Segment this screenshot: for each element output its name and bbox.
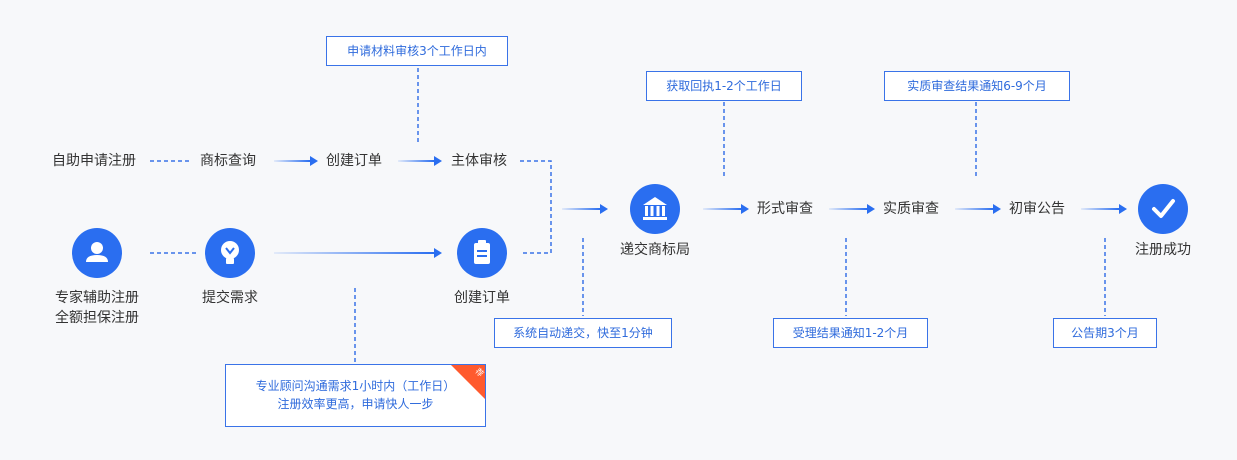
arrow-order-to-entity: [398, 160, 434, 162]
arrow-formal-to-substantive: [829, 208, 867, 210]
arrow-merge-to-office: [562, 208, 600, 210]
step-create-order-bottom: 创建订单: [454, 290, 510, 306]
arrow-substantive-to-announce: [955, 208, 993, 210]
note-auto-submit: 系统自动递交，快至1分钟: [494, 318, 672, 348]
note-receipt: 获取回执1-2个工作日: [646, 71, 802, 101]
arrow-needs-to-order: [274, 252, 434, 254]
government-building-icon: [630, 184, 680, 234]
arrow-query-to-order: [274, 160, 310, 162]
checkmark-icon: [1138, 184, 1188, 234]
step-entity-review: 主体审核: [451, 153, 507, 169]
step-expert-register: 专家辅助注册: [55, 290, 139, 306]
arrow-office-to-formal: [703, 208, 741, 210]
lightbulb-icon: [205, 228, 255, 278]
arrow-announce-to-registered: [1081, 208, 1119, 210]
recommend-badge: 荐: [451, 365, 485, 399]
step-self-register: 自助申请注册: [52, 153, 136, 169]
note-consultant-line1: 专业顾问沟通需求1小时内（工作日）: [255, 379, 456, 393]
step-submit-office: 递交商标局: [620, 242, 690, 258]
step-create-order-top: 创建订单: [326, 153, 382, 169]
person-icon: [72, 228, 122, 278]
note-material-review: 申请材料审核3个工作日内: [326, 36, 508, 66]
step-submit-needs: 提交需求: [202, 290, 258, 306]
note-consultant-line2: 注册效率更高，申请快人一步: [277, 397, 434, 411]
step-guarantee-register: 全额担保注册: [55, 310, 139, 326]
step-formal-review: 形式审查: [757, 201, 813, 217]
step-prelim-announce: 初审公告: [1009, 201, 1065, 217]
note-announce-period: 公告期3个月: [1053, 318, 1157, 348]
step-substantive-review: 实质审查: [883, 201, 939, 217]
step-trademark-query: 商标查询: [200, 153, 256, 169]
step-registered: 注册成功: [1135, 242, 1191, 258]
dashed-merge-top: [520, 160, 552, 254]
note-substantive-result: 实质审查结果通知6-9个月: [884, 71, 1070, 101]
clipboard-icon: [457, 228, 507, 278]
note-consultant: 专业顾问沟通需求1小时内（工作日） 注册效率更高，申请快人一步 荐: [225, 364, 486, 427]
note-acceptance-result: 受理结果通知1-2个月: [773, 318, 928, 348]
